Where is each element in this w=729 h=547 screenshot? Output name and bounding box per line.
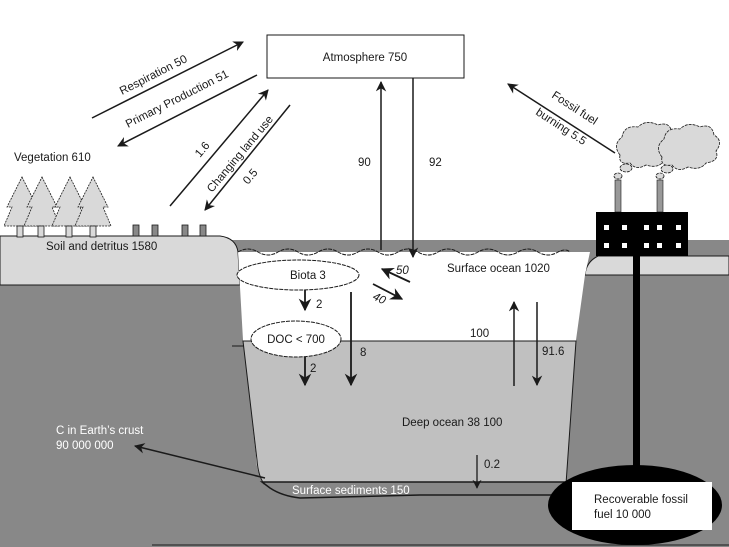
respiration-arrow [91, 41, 244, 119]
smoke-icon [613, 122, 720, 180]
soil-label: Soil and detritus 1580 [46, 241, 157, 253]
deep-ocean-label: Deep ocean 38 100 [402, 417, 502, 429]
land-use-down-arrow [204, 104, 291, 211]
fossil-fuel-burning-arrow [507, 83, 616, 154]
land-use-label: Changing land use [205, 114, 276, 195]
biota-to-doc-label: 2 [316, 299, 322, 311]
soil-layer-right [584, 255, 729, 276]
surface-ocean-label: Surface ocean 1020 [447, 263, 550, 275]
fossil-fuel-label-line2: fuel 10 000 [594, 509, 651, 521]
biota-out-label: 40 [371, 291, 388, 308]
sediment-layer [259, 481, 567, 499]
vegetation-label: Vegetation 610 [14, 152, 91, 164]
land-use-up-arrow [169, 89, 269, 207]
stumps-icon [132, 224, 207, 237]
crust-label-line1: C in Earth’s crust [56, 425, 144, 437]
ocean-surface-waves [237, 248, 571, 256]
deep-up-label: 100 [470, 328, 489, 340]
sediments-label: Surface sediments 150 [292, 485, 410, 497]
fossil-fuel-label-line1: Recoverable fossil [594, 494, 688, 506]
primary-production-arrow [117, 74, 258, 147]
biota-in-arrow [380, 268, 411, 283]
doc-ellipse[interactable] [250, 320, 342, 358]
fossil-fuel-box [572, 482, 712, 530]
sediment-flux-label: 0.2 [484, 459, 500, 471]
biota-ellipse[interactable] [236, 259, 360, 291]
deep-down-label: 91.6 [542, 346, 564, 358]
trees-icon [3, 176, 112, 238]
biota-out-arrow [372, 283, 404, 300]
biota-label: Biota 3 [290, 270, 326, 282]
oil-pipe [633, 250, 640, 500]
doc-down-label: 2 [310, 363, 316, 375]
ocean-down-label: 92 [429, 157, 442, 169]
crust-arrow [133, 443, 266, 479]
atmosphere-box[interactable] [266, 34, 465, 79]
atmosphere-label: Atmosphere 750 [323, 52, 407, 64]
biota-in-label: 50 [396, 265, 409, 277]
crust-label-line2: 90 000 000 [56, 440, 114, 452]
doc-label: DOC < 700 [267, 334, 325, 346]
land-use-up-label: 1.6 [193, 140, 212, 160]
land-use-down-label: 0.5 [241, 167, 260, 187]
factory-icon [596, 179, 688, 256]
ocean-up-label: 90 [358, 157, 371, 169]
biota-to-deep-label: 8 [360, 347, 366, 359]
deep-ocean [242, 340, 577, 485]
